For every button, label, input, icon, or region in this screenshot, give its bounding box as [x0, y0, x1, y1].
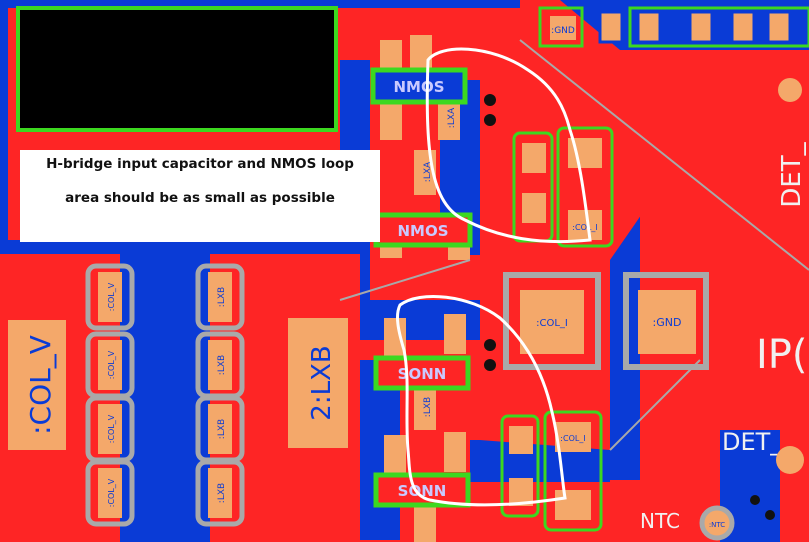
cap-label: :LXB	[217, 355, 227, 375]
cap-label: :COL_V	[107, 414, 116, 443]
ntc-pad-label: :NTC	[709, 521, 725, 529]
silk-det-mid: DET_	[722, 428, 783, 456]
current-loop-upper	[425, 47, 592, 244]
sonn-label-2: SONN	[398, 482, 447, 500]
pad-label-gnd: :GND	[551, 26, 575, 36]
nmos-label-2: NMOS	[397, 222, 448, 240]
pad-lxb-large-label: 2:LXB	[307, 345, 337, 420]
pad-col-v-large	[8, 320, 66, 450]
nmos-label-1: NMOS	[393, 78, 444, 96]
annotation-line-2: area should be as small as possible	[65, 190, 335, 206]
pad-label-col-i-large: :COL_I	[536, 318, 568, 329]
cap-label: :LXB	[217, 419, 227, 439]
pad-label-lxa: :LXA	[447, 107, 457, 128]
input-caps-bottom: :COL_I	[500, 410, 603, 532]
silk-det-top: DET_	[777, 141, 807, 207]
current-loop-lower	[395, 294, 567, 507]
silk-ntc: NTC	[640, 509, 680, 533]
annotation-line-1: H-bridge input capacitor and NMOS loop	[46, 156, 354, 172]
cap-label: :LXB	[217, 483, 227, 503]
pad-lxb-large	[288, 318, 348, 448]
sonn-label-1: SONN	[398, 365, 447, 383]
cap-label: :COL_V	[107, 282, 116, 311]
nmos-area-pads	[380, 35, 470, 542]
header-pads: :GND	[538, 6, 809, 48]
pad-label-lxa-2: :LXA	[423, 161, 433, 182]
mosfet-markers: NMOS NMOS SONN SONN	[370, 67, 473, 508]
pad-col-v-large-label: :COL_V	[24, 335, 57, 435]
pad-label-lxb-small: :LXB	[423, 397, 433, 417]
cap-label: :COL_V	[107, 350, 116, 379]
det-pad	[776, 446, 804, 474]
pad-label-gnd-large: :GND	[653, 316, 682, 329]
outline-lines	[339, 39, 809, 451]
sense-pads: :COL_I :GND	[503, 272, 709, 370]
cap-label: :COL_V	[107, 478, 116, 507]
vias	[484, 94, 775, 520]
ntc-pad	[699, 505, 735, 541]
cap-label-col-i: :COL_I	[572, 223, 597, 232]
cap-label-col-i-2: :COL_I	[560, 434, 585, 443]
cap-label: :LXB	[217, 287, 227, 307]
silk-ipc: IP(	[756, 332, 808, 378]
cap-column-lxb: :LXB :LXB :LXB :LXB	[195, 263, 245, 527]
cap-column-col-v: :COL_V :COL_V :COL_V :COL_V	[85, 263, 135, 527]
input-caps-top: :COL_I	[512, 126, 614, 248]
annotation-box: H-bridge input capacitor and NMOS loop a…	[20, 150, 380, 242]
ic-package	[16, 6, 338, 132]
det-pad-top	[778, 78, 802, 102]
